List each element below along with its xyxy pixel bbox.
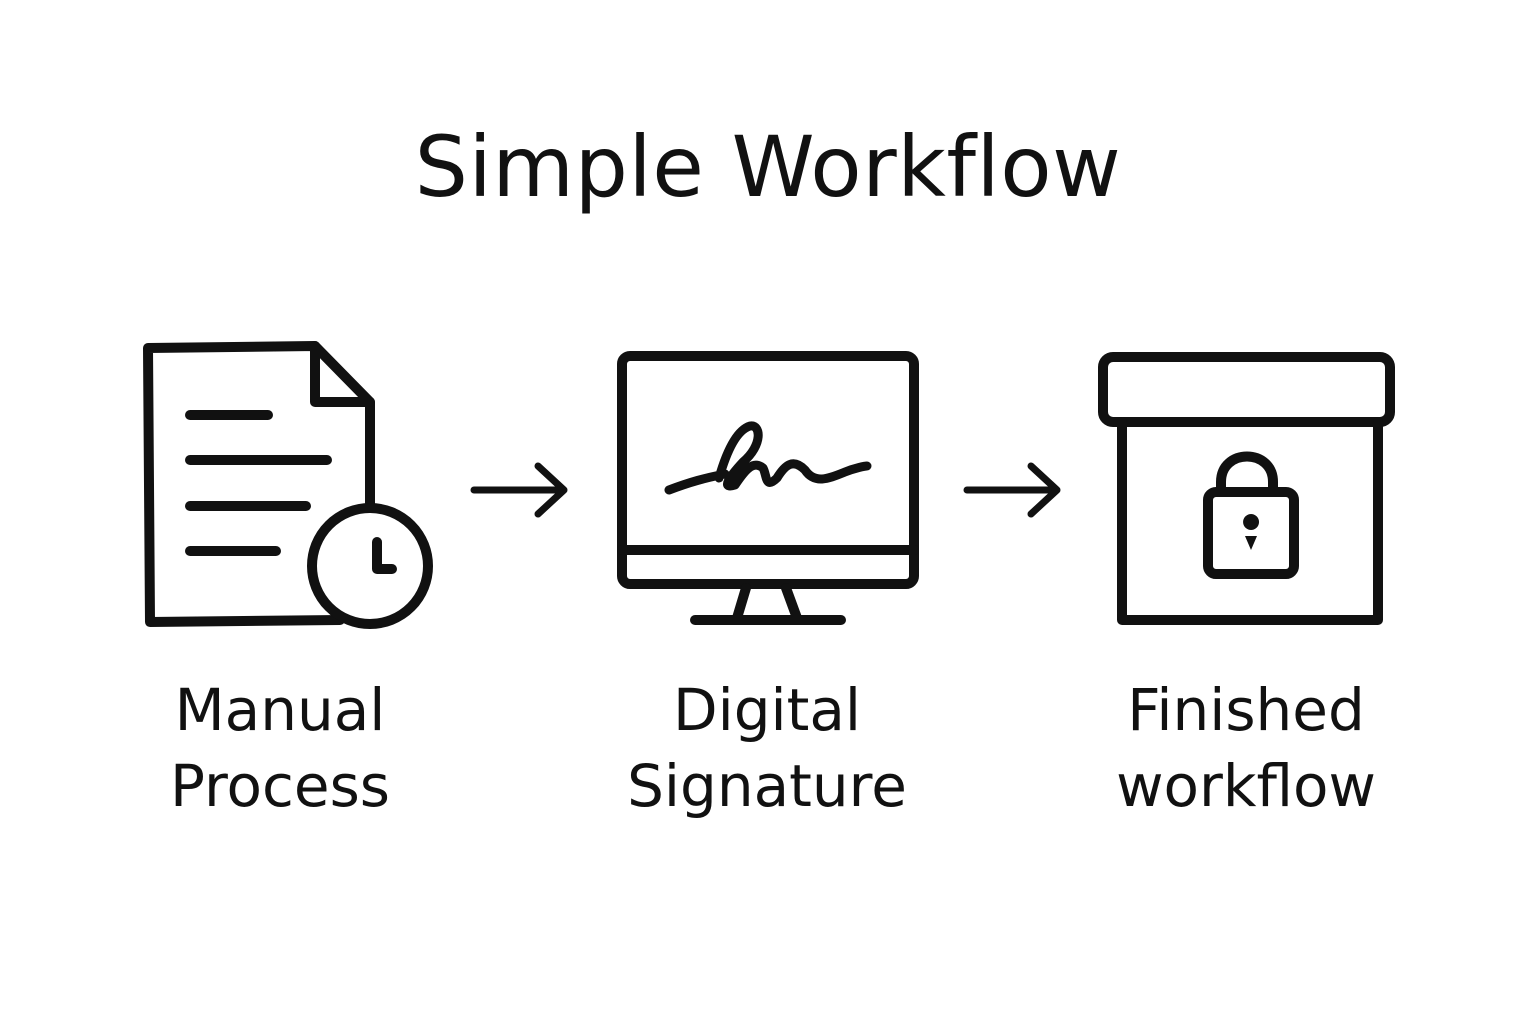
document-clock-icon — [143, 341, 433, 629]
lock-body — [1203, 487, 1299, 579]
locked-box-icon — [1098, 352, 1395, 625]
label-line: Digital — [672, 676, 862, 744]
monitor-screen — [617, 351, 919, 589]
box-lid — [1098, 352, 1395, 427]
lock-shackle — [1216, 451, 1278, 497]
label-line: Finished — [1127, 676, 1365, 744]
label-line: Process — [169, 752, 391, 820]
clock-face — [307, 503, 433, 629]
clock-hands — [372, 537, 397, 574]
document-outline — [143, 341, 375, 627]
step-label-finished-workflow: Finished workflow — [1036, 672, 1456, 824]
step-label-manual-process: Manual Process — [70, 672, 490, 824]
label-line: Manual — [174, 676, 386, 744]
monitor-stand — [732, 583, 802, 623]
box-body — [1117, 417, 1383, 625]
step-label-digital-signature: Digital Signature — [557, 672, 977, 824]
label-line: workflow — [1116, 752, 1376, 820]
arrow-right-icon — [470, 462, 568, 518]
document-fold — [310, 341, 375, 407]
label-line: Signature — [627, 752, 907, 820]
monitor-signature-icon — [617, 351, 919, 625]
signature-stroke — [664, 421, 872, 495]
diagram-title: Simple Workflow — [414, 118, 1122, 216]
keyhole — [1243, 514, 1260, 550]
arrow-right-icon — [963, 462, 1061, 518]
